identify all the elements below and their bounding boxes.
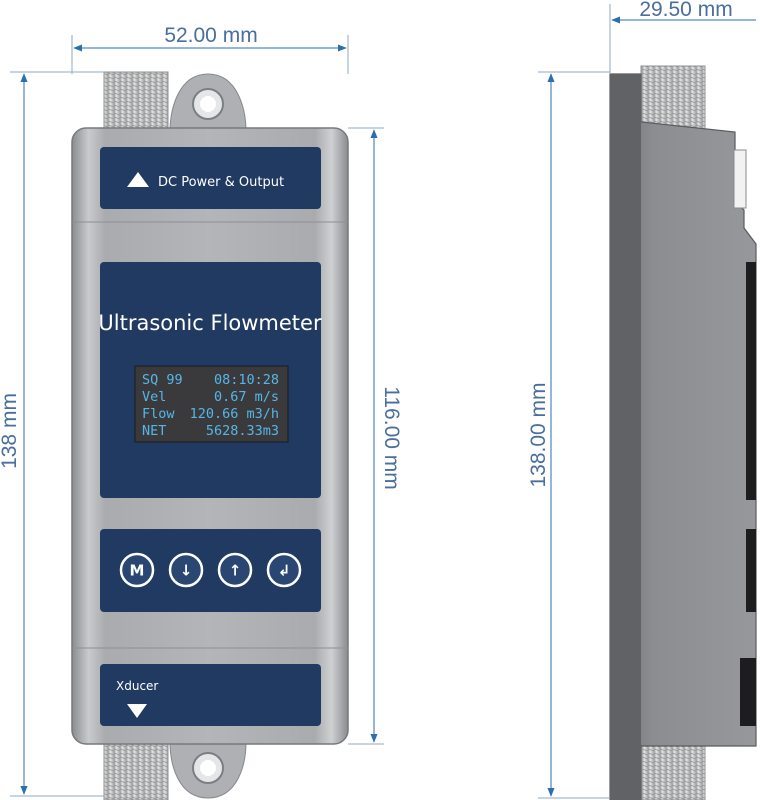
side-width-dimension: 29.50 mm — [609, 0, 756, 74]
lcd-line-left: SQ 99 — [142, 372, 183, 388]
side-height-dimension: 138.00 mm — [527, 71, 610, 799]
lcd-line-left: Flow — [142, 406, 175, 422]
keypad-panel — [100, 529, 321, 612]
enter-button[interactable]: ↲ — [266, 552, 302, 588]
down-button[interactable]: ↓ — [168, 552, 204, 588]
side-width-label: 29.50 mm — [639, 0, 732, 21]
bottom-fitting — [103, 741, 169, 800]
menu-button[interactable]: M — [119, 552, 155, 588]
panel-height-dimension: 116.00 mm — [348, 127, 403, 745]
top-fitting — [103, 71, 169, 133]
menu-button-glyph: M — [130, 562, 145, 580]
side-panel-edge — [740, 658, 756, 726]
side-bottom-fitting — [640, 739, 706, 800]
up-triangle-icon — [127, 172, 149, 187]
up-button[interactable]: ↑ — [217, 552, 253, 588]
lcd-line-left: Vel — [142, 389, 166, 405]
brand-title: Ultrasonic Flowmeter — [98, 311, 322, 335]
down-triangle-icon — [127, 704, 147, 718]
lcd-line-right: 0.67 m/s — [214, 389, 279, 405]
side-top-fitting — [640, 65, 706, 133]
side-panel-edge — [746, 262, 756, 500]
side-panel-edge — [746, 529, 756, 612]
up-arrow-icon: ↑ — [229, 562, 242, 580]
top-panel-label: DC Power & Output — [158, 175, 284, 190]
lcd-lines: SQ 99 08:10:28 Vel 0.67 m/s Flow 120.66 … — [142, 372, 279, 439]
front-height-label: 138 mm — [0, 393, 21, 469]
panel-height-label: 116.00 mm — [380, 386, 403, 490]
lcd-line-left: NET — [142, 423, 166, 439]
side-slot — [733, 149, 747, 209]
lcd-line-right: 08:10:28 — [214, 372, 279, 388]
front-width-dimension: 52.00 mm — [71, 24, 349, 74]
side-housing-back — [610, 74, 641, 800]
down-arrow-icon: ↓ — [180, 562, 193, 580]
bottom-panel-label: Xducer — [116, 679, 158, 693]
front-width-label: 52.00 mm — [164, 24, 257, 47]
bottom-panel — [100, 664, 321, 726]
lcd-line-right: 120.66 m3/h — [190, 406, 279, 422]
side-height-label: 138.00 mm — [527, 382, 550, 487]
lcd-line-right: 5628.33m3 — [206, 423, 279, 439]
lcd-screen — [134, 365, 289, 443]
front-height-dimension: 138 mm — [0, 71, 104, 797]
enter-icon: ↲ — [278, 562, 291, 580]
top-panel — [100, 147, 321, 209]
